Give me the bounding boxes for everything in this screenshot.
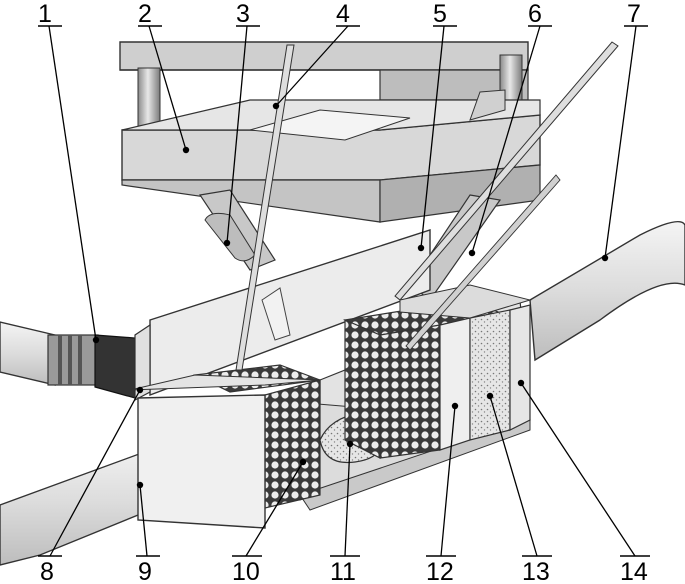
callout-number-7: 7 xyxy=(627,0,641,28)
callout-number-10: 10 xyxy=(232,558,260,584)
callout-9: 9 xyxy=(136,481,160,584)
callout-5: 5 xyxy=(417,0,457,252)
pipe-coupling xyxy=(47,334,99,386)
callout-number-8: 8 xyxy=(40,558,54,584)
callout-8: 8 xyxy=(38,386,144,584)
callout-7: 7 xyxy=(601,0,648,262)
callout-11: 11 xyxy=(330,440,360,584)
callout-10: 10 xyxy=(232,458,307,584)
front-honeycomb-module xyxy=(129,364,321,529)
probe-rods xyxy=(235,41,619,371)
inlet-pipe xyxy=(0,321,136,399)
callout-1: 1 xyxy=(38,0,100,344)
callout-number-5: 5 xyxy=(433,0,447,28)
callout-4: 4 xyxy=(272,0,360,110)
callout-number-12: 12 xyxy=(426,558,454,584)
rear-honeycomb-module xyxy=(342,299,508,459)
callout-number-2: 2 xyxy=(138,0,152,28)
callout-number-11: 11 xyxy=(330,558,356,584)
callout-12: 12 xyxy=(426,402,459,584)
callout-13: 13 xyxy=(486,392,552,584)
callout-number-4: 4 xyxy=(336,0,350,28)
callout-6: 6 xyxy=(468,0,552,257)
callouts: 1 2 3 4 5 6 xyxy=(38,0,650,584)
callout-number-14: 14 xyxy=(620,558,648,584)
callout-number-3: 3 xyxy=(236,0,250,28)
callout-2: 2 xyxy=(138,0,190,154)
filter-plates xyxy=(399,284,532,451)
press-assembly xyxy=(119,41,541,223)
callout-14: 14 xyxy=(517,379,650,584)
callout-number-1: 1 xyxy=(38,0,52,28)
callout-number-13: 13 xyxy=(522,558,550,584)
callout-3: 3 xyxy=(223,0,260,247)
callout-number-6: 6 xyxy=(528,0,542,28)
callout-number-9: 9 xyxy=(138,558,152,584)
